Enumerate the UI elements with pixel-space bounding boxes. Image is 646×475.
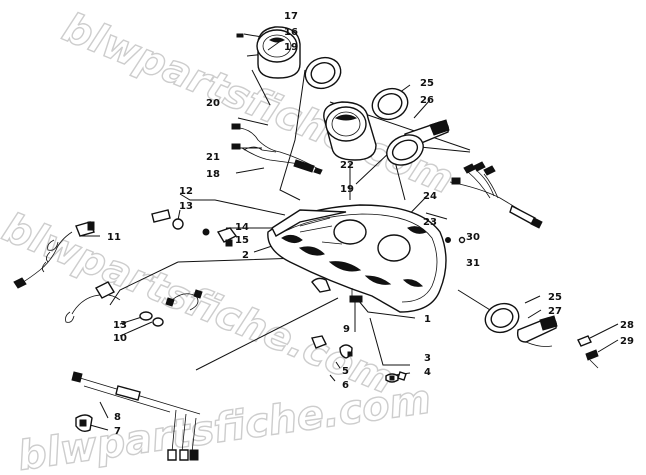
gauge-top xyxy=(256,26,301,79)
callout-19-top: 19 xyxy=(284,42,298,53)
callout-27: 27 xyxy=(548,306,562,317)
connector-7 xyxy=(75,414,93,433)
callout-9: 9 xyxy=(343,324,350,335)
callout-7: 7 xyxy=(114,426,121,437)
bezel-ring-19-middle xyxy=(386,134,424,166)
callout-labels: 17 16 19 25 26 20 21 18 22 19 24 23 12 1… xyxy=(107,11,634,437)
switch-assembly-12 xyxy=(151,209,238,247)
callout-2: 2 xyxy=(242,250,249,261)
callout-26: 26 xyxy=(420,95,434,106)
callout-3: 3 xyxy=(424,353,431,364)
key-switch-10 xyxy=(65,281,203,327)
callout-24: 24 xyxy=(423,191,437,202)
bezel-ring-25-bottom xyxy=(484,302,520,334)
callout-29: 29 xyxy=(620,336,634,347)
callout-13-bottom: 13 xyxy=(113,320,127,331)
bezel-ring-25-top xyxy=(371,87,409,121)
part-3 xyxy=(385,371,407,383)
callout-25-top: 25 xyxy=(420,78,434,89)
callout-11: 11 xyxy=(107,232,121,243)
callout-8: 8 xyxy=(114,412,121,423)
callout-15: 15 xyxy=(235,235,249,246)
callout-6: 6 xyxy=(342,380,349,391)
lamp-28 xyxy=(577,335,599,369)
lamp-30 xyxy=(445,236,466,244)
callout-22: 22 xyxy=(340,160,354,171)
callout-25-bottom: 25 xyxy=(548,292,562,303)
callout-12: 12 xyxy=(179,186,193,197)
instrument-housing-1 xyxy=(267,204,447,313)
callout-5: 5 xyxy=(342,366,349,377)
bezel-ring-19-top xyxy=(304,56,342,90)
callout-10: 10 xyxy=(113,333,127,344)
indicator-27 xyxy=(516,315,558,347)
callout-13-top: 13 xyxy=(179,201,193,212)
callout-16: 16 xyxy=(284,27,298,38)
callout-23: 23 xyxy=(423,217,437,228)
callout-31: 31 xyxy=(466,258,480,269)
clip-near-housing xyxy=(311,277,331,293)
harness-8 xyxy=(71,371,201,461)
callout-1: 1 xyxy=(424,314,431,325)
callout-4: 4 xyxy=(424,367,431,378)
callout-17: 17 xyxy=(284,11,298,22)
harness-18 xyxy=(231,123,323,175)
switch-harness-11 xyxy=(13,221,95,289)
part-5 xyxy=(311,335,353,359)
callout-30: 30 xyxy=(466,232,480,243)
bulb-17 xyxy=(236,33,244,38)
callout-14: 14 xyxy=(235,222,249,233)
gauge-middle xyxy=(323,101,377,161)
screw-9 xyxy=(349,288,363,303)
callout-19-middle: 19 xyxy=(340,184,354,195)
callout-28: 28 xyxy=(620,320,634,331)
callout-21: 21 xyxy=(206,152,220,163)
callout-20: 20 xyxy=(206,98,220,109)
harness-23 xyxy=(449,161,543,229)
bracket-2 xyxy=(271,209,347,237)
callout-18: 18 xyxy=(206,169,220,180)
